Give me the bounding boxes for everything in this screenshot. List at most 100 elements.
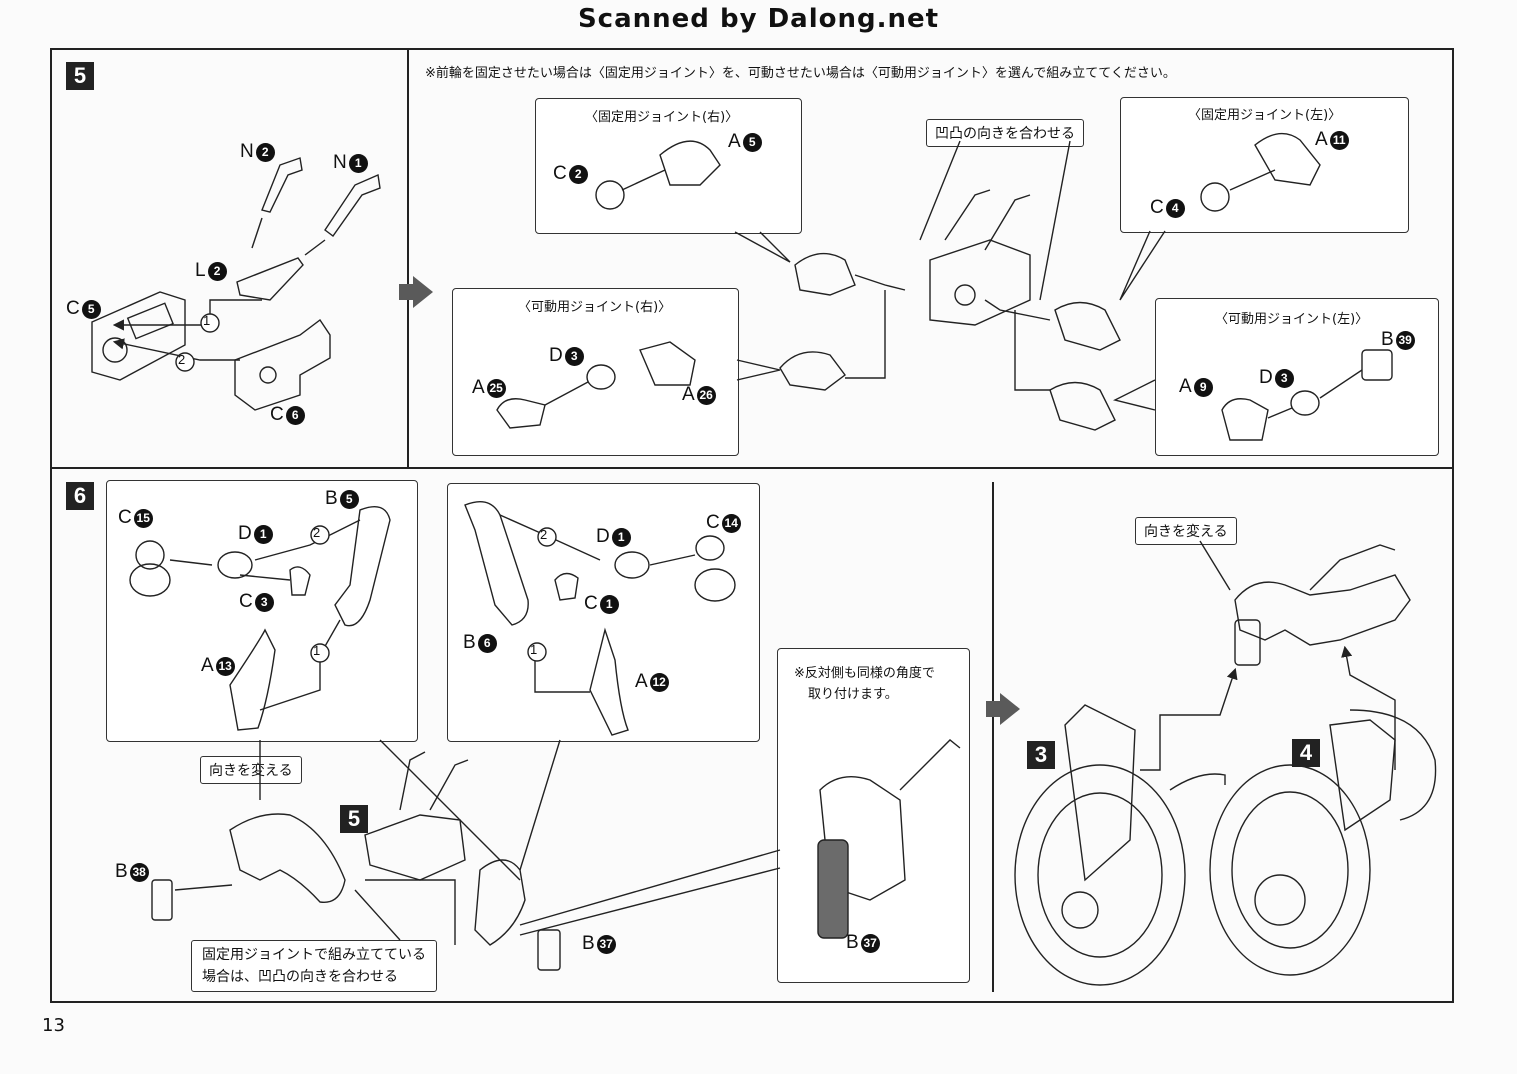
instruction-frame xyxy=(50,48,1454,1003)
part-number: 6 xyxy=(477,633,497,653)
part-number: 2 xyxy=(255,142,275,162)
part-letter: D xyxy=(549,345,563,366)
part-number: 3 xyxy=(254,592,274,612)
frame-assembly-step5 xyxy=(364,814,466,881)
step-mark-text: 2 xyxy=(178,352,186,367)
callout-title-movable-right: 〈可動用ジョイント(右)〉 xyxy=(518,300,672,315)
part-letter: D xyxy=(596,526,610,547)
step-mark-text: 1 xyxy=(313,643,321,658)
joint-assembled-movable-right xyxy=(779,351,846,391)
same-angle-note: ※反対側も同様の角度で xyxy=(794,666,935,681)
flow-arrow xyxy=(986,693,1020,725)
turn-tag: 向きを変える xyxy=(200,756,302,784)
frame-assembly xyxy=(929,239,1031,326)
part-letter: B xyxy=(1381,329,1394,350)
part-number: 5 xyxy=(339,489,359,509)
step-mark: 2 xyxy=(313,525,320,540)
part-number: 3 xyxy=(564,346,584,366)
wheel-assembly-3 xyxy=(1014,764,1186,986)
fixed-joint-note: 固定用ジョイントで組み立てている 場合は、凹凸の向きを合わせる xyxy=(191,940,437,992)
part-number: 1 xyxy=(611,527,631,547)
callout-title-fixed-left: 〈固定用ジョイント(左)〉 xyxy=(1188,108,1342,123)
step-mark: 2 xyxy=(540,527,547,542)
part-letter: A xyxy=(1315,129,1328,150)
arm-assembly-left xyxy=(474,859,526,946)
cap-part-c4 xyxy=(1200,182,1230,212)
part-number: 37 xyxy=(596,934,616,954)
part-number: 3 xyxy=(1274,368,1294,388)
part-letter: N xyxy=(240,141,254,162)
arm-part-b5 xyxy=(334,506,391,627)
joint-assembled-movable-left xyxy=(1049,381,1116,431)
part-letter: D xyxy=(1259,367,1273,388)
joint-part-a11 xyxy=(1254,132,1321,186)
arm-assembly-top xyxy=(1234,574,1411,646)
step-mark-text: 1 xyxy=(530,642,538,657)
rod-part-n2 xyxy=(261,157,303,213)
part-letter: B xyxy=(582,933,595,954)
washer-part-d3 xyxy=(586,364,616,390)
cap-part-c2 xyxy=(595,180,625,210)
part-number: 1 xyxy=(348,153,368,173)
part-number: 9 xyxy=(1193,377,1213,397)
part-number: 4 xyxy=(1165,198,1185,218)
washer-part-d1 xyxy=(217,551,253,579)
fixed-joint-note-line: 固定用ジョイントで組み立てている xyxy=(202,947,426,963)
part-number: 6 xyxy=(285,405,305,425)
cap-part-b39 xyxy=(1361,349,1393,381)
section-divider xyxy=(50,467,1454,469)
panel-divider xyxy=(992,482,994,992)
callout-detail xyxy=(777,648,970,983)
part-number: 26 xyxy=(696,385,716,405)
joint-assembled-fixed-right xyxy=(794,252,856,296)
part-number: 13 xyxy=(215,656,235,676)
joint-part-a5 xyxy=(659,140,721,186)
part-number: 14 xyxy=(721,513,741,533)
cap-part-c3 xyxy=(289,566,311,596)
part-letter: A xyxy=(635,671,648,692)
joint-assembled-fixed-left xyxy=(1054,301,1121,351)
callout-title-fixed-right: 〈固定用ジョイント(右)〉 xyxy=(585,110,739,125)
step-mark: 1 xyxy=(313,643,320,658)
part-letter: B xyxy=(115,861,128,882)
part-number: 37 xyxy=(860,933,880,953)
same-angle-note: 取り付けます。 xyxy=(808,687,898,702)
joint-part-a9 xyxy=(1221,398,1269,441)
part-number: 38 xyxy=(129,862,149,882)
rod-part-n1 xyxy=(324,173,381,237)
part-letter: C xyxy=(584,593,598,614)
callout-fixed-left xyxy=(1120,97,1409,233)
part-number: 5 xyxy=(81,299,101,319)
step-mark-text: 2 xyxy=(313,525,321,540)
cover-part-a13 xyxy=(229,628,276,731)
step-mark: 2 xyxy=(178,352,185,367)
arm-assembly-right xyxy=(229,813,346,904)
flow-arrow xyxy=(399,276,433,308)
part-letter: C xyxy=(553,163,567,184)
callout-title-movable-left: 〈可動用ジョイント(左)〉 xyxy=(1215,312,1369,327)
callout-movable-right xyxy=(452,288,739,456)
part-number: 39 xyxy=(1395,330,1415,350)
step-number-5: 5 xyxy=(66,62,94,90)
joint-part-a26 xyxy=(639,341,696,386)
part-letter: C xyxy=(66,298,80,319)
part-letter: C xyxy=(1150,197,1164,218)
